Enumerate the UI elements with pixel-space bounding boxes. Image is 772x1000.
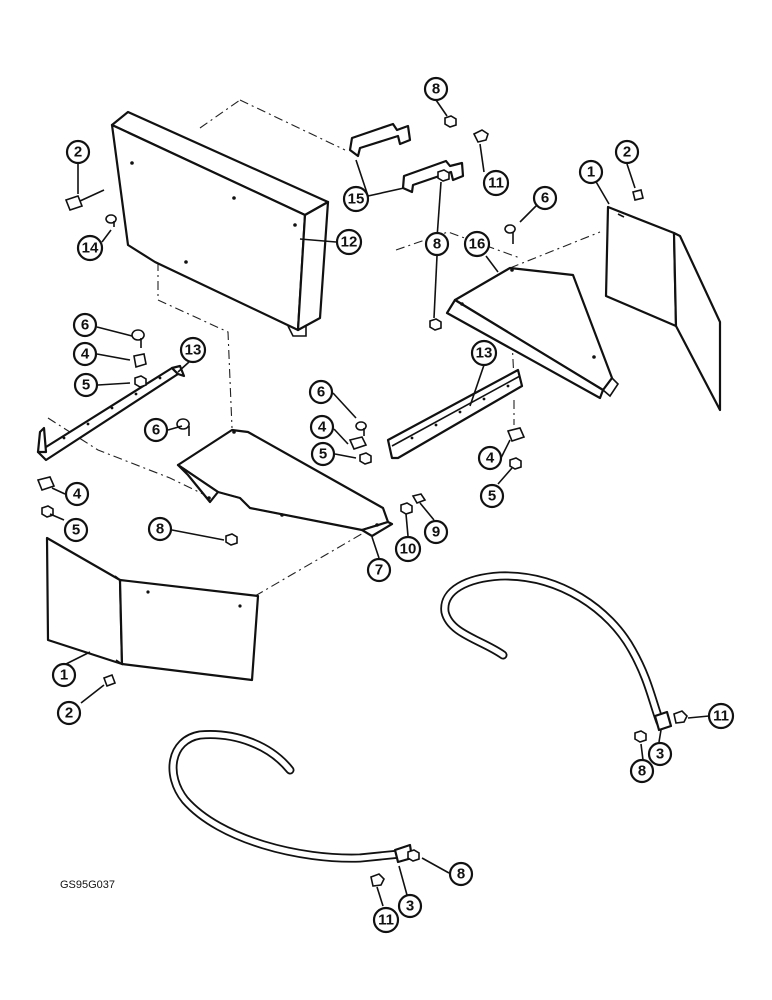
callout-4-left: 4	[72, 341, 98, 367]
callout-label: 2	[74, 144, 82, 161]
callout-6-left: 6	[72, 312, 98, 338]
callout-8-bottom: 8	[448, 861, 474, 887]
callout-6-mid: 6	[308, 379, 334, 405]
mounting-plate-16	[445, 266, 620, 400]
callout-2-top-right: 2	[614, 139, 640, 165]
callout-label: 3	[406, 898, 414, 915]
callout-label: 2	[65, 705, 73, 722]
callout-label: 6	[541, 190, 549, 207]
handles-15	[348, 122, 465, 194]
shield-panel-1-left	[45, 536, 260, 682]
drawing-code: GS95G037	[60, 879, 115, 891]
callout-label: 16	[469, 236, 486, 253]
callout-11-top: 11	[482, 169, 510, 197]
shield-panel-1-right	[604, 205, 722, 412]
callout-5-lower-left: 5	[63, 517, 89, 543]
callout-label: 14	[82, 240, 99, 257]
callout-label: 8	[457, 866, 465, 883]
callout-5-left: 5	[73, 372, 99, 398]
callout-label: 8	[156, 521, 164, 538]
callout-label: 3	[656, 746, 664, 763]
callout-1-top-right: 1	[578, 159, 604, 185]
callout-label: 4	[318, 419, 327, 436]
callout-8-right: 8	[629, 758, 655, 784]
callout-label: 5	[82, 377, 90, 394]
hose-3-right	[440, 571, 673, 732]
callout-label: 5	[319, 446, 327, 463]
callout-7: 7	[366, 557, 392, 583]
callout-11-bottom: 11	[372, 906, 400, 934]
callout-6-top-right: 6	[532, 185, 558, 211]
callout-5-mid: 5	[310, 441, 336, 467]
callout-label: 8	[432, 81, 440, 98]
callout-label: 11	[713, 708, 729, 725]
hose-3-bottom	[168, 730, 414, 864]
callout-label: 2	[623, 144, 631, 161]
callouts: 2 14 12 8 15 11 8 16 6 1 2 6 4 5 13 6 4 …	[51, 76, 735, 934]
callout-label: 12	[341, 234, 358, 251]
callout-label: 6	[317, 384, 325, 401]
callout-label: 5	[488, 488, 496, 505]
callout-label: 11	[488, 175, 504, 192]
shield-panel-12	[110, 110, 330, 337]
hardware-fasteners	[36, 115, 688, 887]
angle-rail-13-right	[386, 368, 524, 460]
callout-label: 4	[81, 346, 90, 363]
callout-label: 6	[152, 422, 160, 439]
callout-label: 7	[375, 562, 383, 579]
callout-label: 6	[81, 317, 89, 334]
callout-5-right: 5	[479, 483, 505, 509]
callout-label: 4	[486, 450, 495, 467]
mounting-plate-7	[176, 428, 394, 538]
callout-9: 9	[423, 519, 449, 545]
callout-label: 1	[60, 667, 68, 684]
callout-3-bottom: 3	[397, 893, 423, 919]
callout-label: 15	[348, 191, 365, 208]
callout-label: 9	[432, 524, 440, 541]
callout-label: 10	[400, 541, 417, 558]
callout-2-top-left: 2	[65, 139, 91, 165]
callout-label: 11	[378, 912, 394, 929]
callout-16: 16	[463, 230, 491, 258]
callout-8-center: 8	[147, 516, 173, 542]
callout-4-lower-left: 4	[64, 481, 90, 507]
callout-4-right: 4	[477, 445, 503, 471]
callout-11-right: 11	[707, 702, 735, 730]
callout-15: 15	[342, 185, 370, 213]
callout-label: 4	[73, 486, 82, 503]
leader-lines	[49, 99, 710, 907]
callout-label: 8	[433, 236, 441, 253]
callout-13-right: 13	[470, 339, 498, 367]
callout-label: 1	[587, 164, 595, 181]
callout-label: 5	[72, 522, 80, 539]
callout-label: 8	[638, 763, 646, 780]
callout-label: 13	[476, 345, 493, 362]
callout-12: 12	[335, 228, 363, 256]
callout-6-center: 6	[143, 417, 169, 443]
callout-14: 14	[76, 234, 104, 262]
callout-4-mid: 4	[309, 414, 335, 440]
callout-8-top: 8	[423, 76, 449, 102]
callout-8-mid: 8	[424, 231, 450, 257]
callout-13-left: 13	[179, 336, 207, 364]
callout-1-bottom-left: 1	[51, 662, 77, 688]
callout-3-right: 3	[647, 741, 673, 767]
callout-2-bottom-left: 2	[56, 700, 82, 726]
angle-rail-13-left	[36, 364, 186, 462]
callout-10: 10	[394, 535, 422, 563]
callout-label: 13	[185, 342, 202, 359]
